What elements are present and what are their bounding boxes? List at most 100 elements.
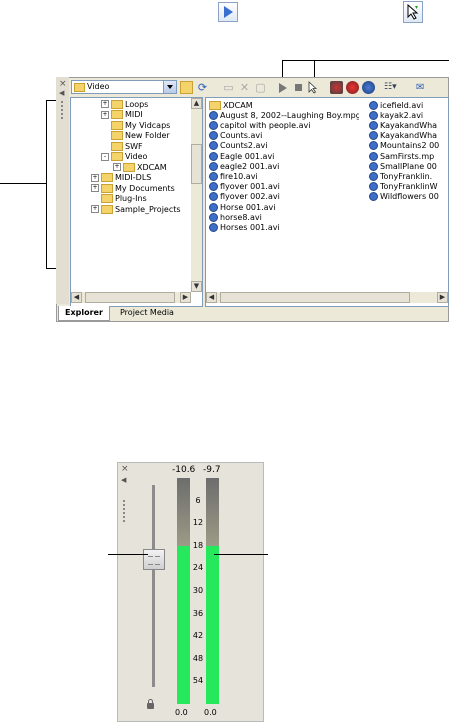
add-to-project-button[interactable]: ▭: [223, 81, 234, 94]
scroll-left-icon[interactable]: ◀: [206, 292, 217, 303]
close-icon[interactable]: ×: [59, 79, 67, 89]
tree-item-label: Plug-Ins: [115, 194, 147, 203]
views-button[interactable]: ☷▾: [384, 82, 397, 92]
expander-icon[interactable]: +: [101, 100, 109, 108]
expander-icon[interactable]: +: [91, 184, 99, 192]
list-item[interactable]: Counts.avi: [209, 131, 359, 141]
get-media-button[interactable]: [330, 81, 343, 94]
refresh-button[interactable]: ⟳: [197, 81, 208, 94]
video-file-icon: [209, 131, 218, 141]
close-icon[interactable]: ×: [121, 464, 129, 474]
list-item[interactable]: flyover 001.avi: [209, 182, 359, 192]
search-button[interactable]: [362, 81, 375, 94]
list-item-label: kayak2.avi: [380, 110, 424, 120]
delete-button[interactable]: ✕: [239, 81, 250, 94]
list-item[interactable]: SmallPlane 00: [369, 161, 447, 171]
scroll-right-icon[interactable]: ▶: [437, 292, 448, 303]
lock-icon[interactable]: [147, 699, 154, 709]
stop-button[interactable]: [292, 81, 305, 94]
scroll-right-icon[interactable]: ▶: [180, 292, 191, 303]
up-folder-button[interactable]: [180, 81, 193, 94]
list-item[interactable]: Horses 001.avi: [209, 222, 359, 232]
list-item[interactable]: August 8, 2002--Laughing Boy.mpg: [209, 110, 359, 120]
tree-item[interactable]: New Folder: [101, 131, 170, 141]
chevron-left-icon[interactable]: ◀: [59, 89, 65, 97]
chevron-down-icon[interactable]: [163, 81, 176, 93]
expander-icon[interactable]: +: [91, 205, 99, 213]
folder-icon: [101, 194, 113, 203]
list-item[interactable]: TonyFranklin.: [369, 171, 447, 181]
bottom-right-label: 0.0: [204, 708, 217, 717]
expander-icon[interactable]: +: [113, 163, 121, 171]
meter-tick-label: 12: [192, 518, 204, 528]
media-manager-button[interactable]: [346, 81, 359, 94]
tree-item[interactable]: + MIDI: [101, 110, 143, 120]
list-item[interactable]: capitol with people.avi: [209, 120, 359, 130]
master-meter-panel: [117, 462, 264, 722]
tree-item[interactable]: +MIDI-DLS: [91, 173, 151, 183]
play-button[interactable]: [276, 81, 289, 94]
list-item[interactable]: Mountains2 00: [369, 141, 447, 151]
new-folder-button[interactable]: ▢: [255, 81, 266, 94]
tree-item[interactable]: My Vidcaps: [101, 120, 170, 130]
list-item[interactable]: KayakandWha: [369, 131, 447, 141]
callout-line: [282, 60, 449, 61]
chevron-left-icon[interactable]: ◀: [121, 476, 127, 484]
location-combo[interactable]: Video: [71, 80, 177, 94]
fader-track[interactable]: [152, 485, 155, 687]
list-item[interactable]: icefield.avi: [369, 100, 447, 110]
list-item[interactable]: horse8.avi: [209, 212, 359, 222]
tree-vertical-scrollbar[interactable]: ▲ ▼: [191, 98, 202, 292]
list-item[interactable]: eagle2 001.avi: [209, 161, 359, 171]
video-file-icon: [369, 161, 378, 171]
list-item[interactable]: Eagle 001.avi: [209, 151, 359, 161]
mail-button[interactable]: ✉: [416, 82, 425, 93]
video-file-icon: [369, 192, 378, 202]
auto-preview-icon: [403, 1, 423, 23]
volume-fader[interactable]: [143, 549, 165, 570]
scroll-up-icon[interactable]: ▲: [191, 98, 202, 109]
callout-line: [46, 268, 58, 269]
expander-icon[interactable]: +: [101, 110, 109, 119]
list-item[interactable]: KayakandWha: [369, 120, 447, 130]
list-item[interactable]: kayak2.avi: [369, 110, 447, 120]
tree-item[interactable]: -Video: [101, 152, 147, 162]
tree-item[interactable]: +Loops: [101, 99, 148, 109]
list-item[interactable]: SamFirsts.mp: [369, 151, 447, 161]
tree-item[interactable]: +My Documents: [91, 183, 175, 193]
video-file-icon: [209, 212, 218, 222]
meter-tick-label: 54: [192, 676, 204, 686]
scroll-down-icon[interactable]: ▼: [191, 281, 202, 292]
meter-bar-right: [206, 478, 219, 704]
expander-icon[interactable]: +: [91, 173, 99, 182]
tab-project-media[interactable]: Project Media: [120, 308, 174, 317]
scroll-thumb[interactable]: [220, 292, 410, 303]
list-item[interactable]: flyover 002.avi: [209, 192, 359, 202]
list-item[interactable]: TonyFranklinW: [369, 182, 447, 192]
list-horizontal-scrollbar[interactable]: ◀ ▶: [206, 292, 448, 303]
video-file-icon: [209, 120, 218, 130]
play-icon: [218, 2, 238, 22]
tree-item[interactable]: +Sample_Projects: [91, 204, 181, 214]
tree-item[interactable]: +XDCAM: [113, 162, 167, 172]
tree-item[interactable]: Plug-Ins: [91, 194, 147, 204]
scroll-left-icon[interactable]: ◀: [71, 292, 82, 303]
auto-preview-button[interactable]: [307, 81, 320, 94]
tree-horizontal-scrollbar[interactable]: ◀ ▶: [71, 292, 191, 303]
tab-explorer[interactable]: Explorer: [58, 306, 110, 321]
tree-item-label: MIDI: [125, 110, 143, 119]
meter-bar-right-level: [206, 545, 219, 704]
scroll-thumb[interactable]: [191, 144, 202, 184]
list-item[interactable]: XDCAM: [209, 100, 359, 110]
dock-grip[interactable]: × ◀: [56, 77, 69, 304]
list-item[interactable]: Horse 001.avi: [209, 202, 359, 212]
list-item[interactable]: fire10.avi: [209, 171, 359, 181]
tree-item[interactable]: SWF: [101, 141, 143, 151]
list-item[interactable]: Counts2.avi: [209, 141, 359, 151]
list-item[interactable]: Wildflowers 00: [369, 192, 447, 202]
expander-icon[interactable]: -: [101, 152, 109, 161]
meter-tick-label: 18: [192, 540, 204, 550]
scroll-thumb[interactable]: [85, 292, 175, 303]
